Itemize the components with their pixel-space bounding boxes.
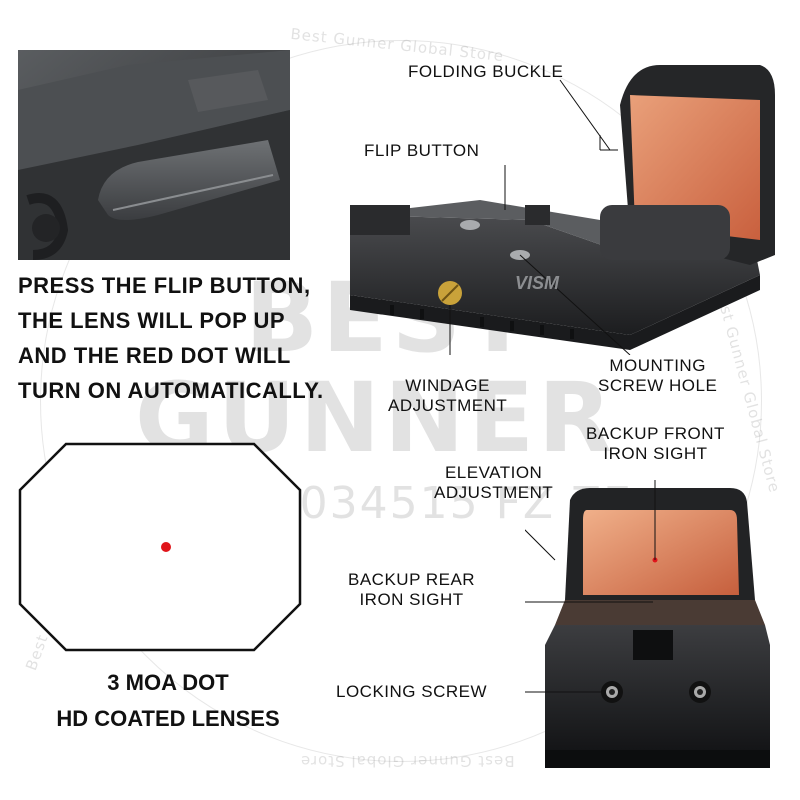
label-flip-button: FLIP BUTTON	[364, 141, 480, 160]
watermark-ring	[40, 40, 762, 762]
label-front-sight-line-1: BACKUP FRONT	[586, 424, 725, 443]
label-elevation-line-2: ADJUSTMENT	[434, 483, 554, 502]
flip-button-closeup-photo	[18, 50, 290, 260]
label-windage-line-2: ADJUSTMENT	[388, 396, 508, 415]
sight-front-view	[480, 460, 785, 780]
reticle-window	[18, 442, 302, 652]
label-windage-adjustment: WINDAGE ADJUSTMENT	[388, 376, 507, 416]
label-mounting-screw-hole: MOUNTING SCREW HOLE	[598, 356, 717, 396]
headline-line-2: THE LENS WILL POP UP	[18, 308, 286, 333]
label-front-sight-line-2: IRON SIGHT	[603, 444, 708, 463]
headline: PRESS THE FLIP BUTTON, THE LENS WILL POP…	[18, 268, 368, 408]
dot-caption: 3 MOA DOT HD COATED LENSES	[18, 665, 318, 737]
sight-side-view: VISM	[330, 55, 780, 375]
brand-logo: VISM	[515, 273, 560, 293]
dot-caption-line-2: HD COATED LENSES	[56, 706, 280, 731]
label-elevation-line-1: ELEVATION	[444, 463, 543, 482]
label-rear-sight-line-2: IRON SIGHT	[359, 590, 464, 609]
label-windage-line-1: WINDAGE	[405, 376, 490, 395]
label-mounting-line-1: MOUNTING	[609, 356, 706, 375]
red-dot-icon	[161, 542, 171, 552]
label-elevation-adjustment: ELEVATION ADJUSTMENT	[434, 463, 553, 503]
label-mounting-line-2: SCREW HOLE	[598, 376, 718, 395]
headline-line-4: TURN ON AUTOMATICALLY.	[18, 378, 324, 403]
headline-line-3: AND THE RED DOT WILL	[18, 343, 291, 368]
watermark-store-bottom: Best Gunner Global Store	[300, 752, 515, 770]
label-locking-screw: LOCKING SCREW	[336, 682, 488, 701]
label-backup-front-iron-sight: BACKUP FRONT IRON SIGHT	[586, 424, 725, 464]
label-folding-buckle: FOLDING BUCKLE	[408, 62, 564, 81]
headline-line-1: PRESS THE FLIP BUTTON,	[18, 273, 311, 298]
dot-caption-line-1: 3 MOA DOT	[107, 670, 229, 695]
label-backup-rear-iron-sight: BACKUP REAR IRON SIGHT	[348, 570, 475, 610]
label-rear-sight-line-1: BACKUP REAR	[348, 570, 476, 589]
